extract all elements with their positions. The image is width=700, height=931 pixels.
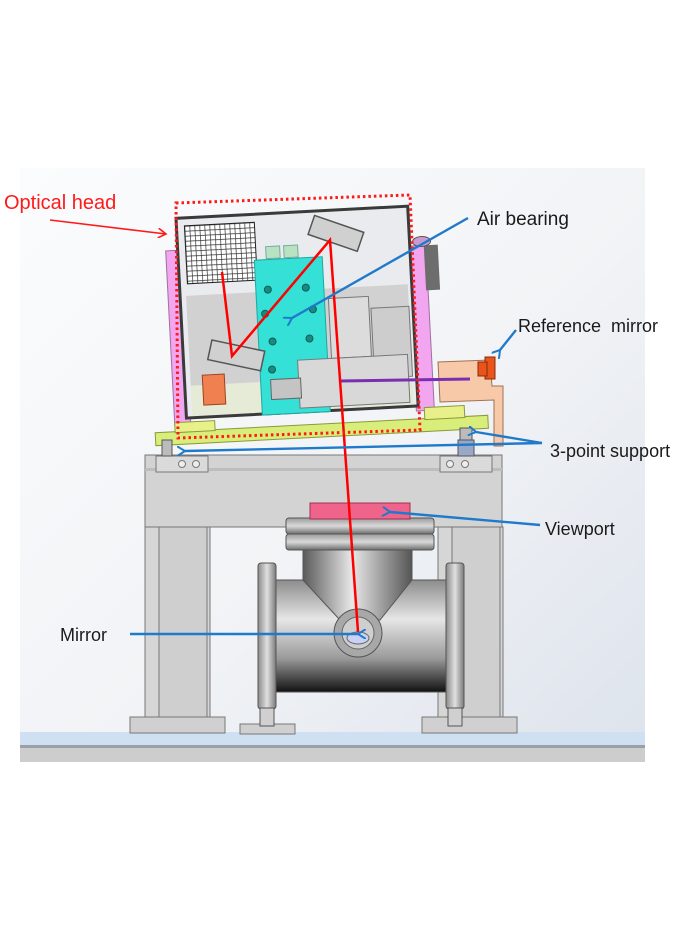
label-mirror: Mirror [60, 625, 107, 645]
support-leader-left [185, 441, 543, 451]
support-leader-right [476, 432, 543, 445]
label-viewport: Viewport [545, 519, 615, 539]
base-plate [154, 414, 489, 447]
reference-mirror [437, 356, 504, 447]
viewport-window [309, 502, 411, 520]
upper-mirror-mount [307, 214, 365, 253]
grid-target [183, 221, 258, 285]
reference-beam [339, 377, 471, 383]
lower-mirror-mount [206, 339, 266, 372]
beam-path [220, 236, 360, 633]
floor [20, 732, 645, 762]
label-air-bearing: Air bearing [477, 209, 569, 230]
reference-mirror-leader [500, 329, 517, 350]
label-3-point-support: 3-point support [550, 441, 670, 461]
mirror-port [333, 608, 383, 658]
optical-head-assembly [154, 204, 489, 447]
viewport-leader [390, 512, 541, 527]
label-reference-mirror: Reference mirror [518, 316, 658, 336]
leader-lines [130, 216, 543, 634]
optical-head-boundary [174, 193, 422, 440]
support-stand [129, 454, 518, 735]
label-optical-head: Optical head [4, 192, 116, 214]
optical-head-leader [49, 219, 166, 234]
air-bearing-leader [292, 216, 469, 318]
